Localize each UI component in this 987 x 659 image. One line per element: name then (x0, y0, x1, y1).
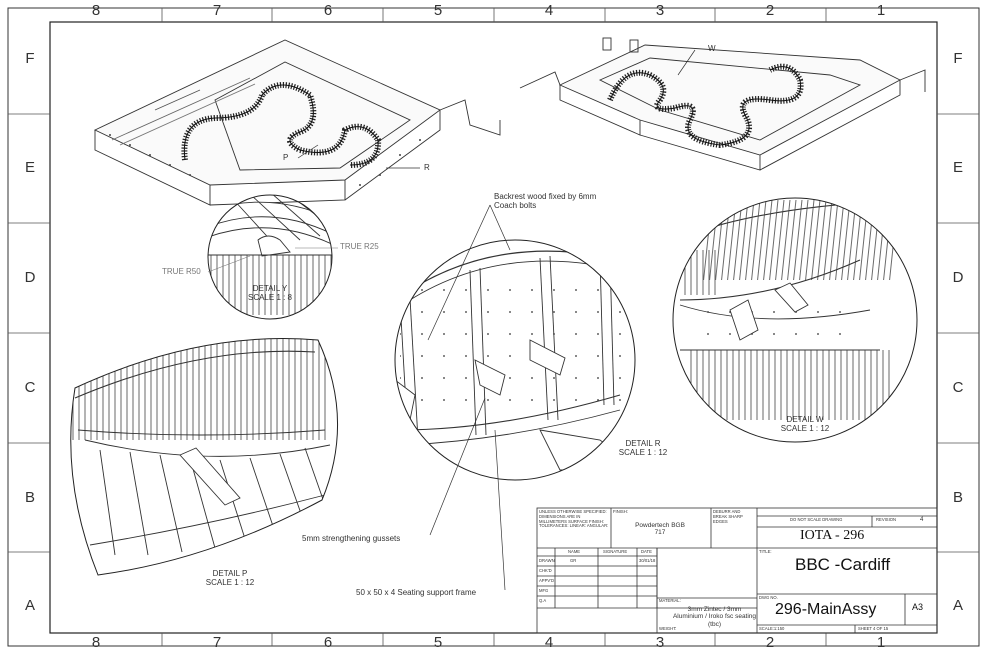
zone-col-6-bottom: 6 (323, 634, 333, 651)
zone-col-3-bottom: 3 (655, 634, 665, 651)
zone-col-4-bottom: 4 (544, 634, 554, 651)
zone-col-1-bottom: 1 (876, 634, 886, 651)
zone-col-2-top: 2 (765, 2, 775, 19)
tb-col-name: NAME (568, 549, 581, 554)
zone-col-2-bottom: 2 (765, 634, 775, 651)
tb-finish-value: Powdertech BGB 717 (635, 522, 685, 537)
detail-y-scale: SCALE 1 : 8 (247, 292, 293, 302)
tb-title-value: BBC -Cardiff (795, 555, 891, 574)
zone-row-c-right: C (952, 379, 964, 396)
detail-r-name: DETAIL R (625, 439, 661, 448)
zone-col-7-bottom: 7 (212, 634, 222, 651)
tb-row-chkd: CHK'D (539, 568, 552, 573)
zone-col-6-top: 6 (323, 2, 333, 19)
zone-row-e-left: E (24, 159, 35, 176)
tb-col-date: DATE (641, 549, 652, 554)
zone-row-f-left: F (25, 50, 35, 67)
zone-row-e-right: E (952, 159, 963, 176)
zone-row-d-right: D (952, 269, 964, 286)
tb-row-appvd: APPV'D (539, 578, 554, 583)
tb-finish-label: FINISH: (613, 509, 628, 514)
zone-row-b-left: B (24, 489, 35, 506)
title-block-grid (536, 507, 938, 634)
detail-r-scale: SCALE 1 : 12 (618, 447, 668, 457)
zone-col-7-top: 7 (212, 2, 222, 19)
zone-row-a-left: A (24, 597, 35, 614)
zone-row-b-right: B (952, 489, 963, 506)
inner-border (49, 21, 938, 634)
detail-p-label: DETAIL P SCALE 1 : 12 (185, 569, 275, 588)
zone-col-8-top: 8 (91, 2, 101, 19)
zone-col-4-top: 4 (544, 2, 554, 19)
detail-y-label: DETAIL Y SCALE 1 : 8 (225, 284, 315, 303)
detail-p-scale: SCALE 1 : 12 (205, 577, 255, 587)
zone-col-8-bottom: 8 (91, 634, 101, 651)
tb-material-label: MATERIAL: (659, 598, 681, 603)
callout-backrest: Backrest wood fixed by 6mm Coach bolts (494, 192, 597, 211)
outer-border (7, 7, 980, 647)
zone-col-5-top: 5 (433, 2, 443, 19)
tb-dwg-value: 296-MainAssy (775, 601, 877, 618)
tb-sheet: SHEET 4 OF 15 (858, 626, 889, 631)
tb-unless-note: UNLESS OTHERWISE SPECIFIED: DIMENSIONS A… (539, 509, 609, 529)
zone-col-1-top: 1 (876, 2, 886, 19)
detail-r-graphic (394, 239, 636, 481)
callout-r: R (424, 163, 430, 172)
tb-weight-label: WEIGHT: (659, 626, 677, 631)
detail-w-scale: SCALE 1 : 12 (780, 423, 830, 433)
detail-w-label: DETAIL W SCALE 1 : 12 (760, 415, 850, 434)
detail-y-name: DETAIL Y (252, 284, 288, 293)
tb-deburr: DEBURR AND BREAK SHARP EDGES (713, 509, 743, 524)
callout-true-r25: TRUE R25 (340, 242, 379, 251)
callout-true-r50: TRUE R50 (162, 267, 201, 276)
callout-frame: 50 x 50 x 4 Seating support frame (356, 588, 477, 597)
zone-row-a-right: A (952, 597, 963, 614)
detail-w-name: DETAIL W (786, 415, 824, 424)
tb-do-not-scale: DO NOT SCALE DRAWING (790, 517, 843, 522)
detail-p-name: DETAIL P (212, 569, 248, 578)
zone-col-3-top: 3 (655, 2, 665, 19)
zone-row-f-right: F (953, 50, 963, 67)
zone-ticks (8, 8, 979, 646)
tb-project: IOTA - 296 (800, 528, 865, 543)
tb-row-mfg: MFG (539, 588, 549, 593)
zone-col-5-bottom: 5 (433, 634, 443, 651)
tb-revision-value: 4 (920, 517, 924, 523)
detail-w-graphic (672, 197, 918, 443)
tb-row-qa: Q.A (539, 598, 547, 603)
iso-view-right (519, 37, 926, 171)
detail-r-label: DETAIL R SCALE 1 : 12 (598, 439, 688, 458)
callout-gussets: 5mm strengthening gussets (302, 534, 401, 543)
callout-w: W (708, 44, 716, 53)
tb-revision-label: REVISION (876, 517, 897, 522)
tb-dwg-label: DWG NO. (759, 595, 778, 600)
zone-row-c-left: C (24, 379, 36, 396)
tb-scale: SCALE:1:150 (759, 626, 785, 631)
tb-drawn-date: 30/01/18 (639, 558, 656, 563)
callout-p: P (283, 153, 289, 162)
tb-size: A3 (912, 602, 924, 612)
tb-drawn-name: GR (570, 558, 577, 563)
zone-row-d-left: D (24, 269, 36, 286)
detail-y-graphic (207, 194, 333, 320)
detail-p-graphic (70, 338, 338, 576)
tb-material-value: 3mm Zintec / 3mm Aluminium / Iroko fsc s… (672, 606, 757, 628)
iso-view-left (93, 39, 501, 206)
tb-title-label: TITLE: (759, 549, 772, 554)
tb-row-drawn: DRAWN (539, 558, 555, 563)
tb-col-signature: SIGNATURE (603, 549, 628, 554)
